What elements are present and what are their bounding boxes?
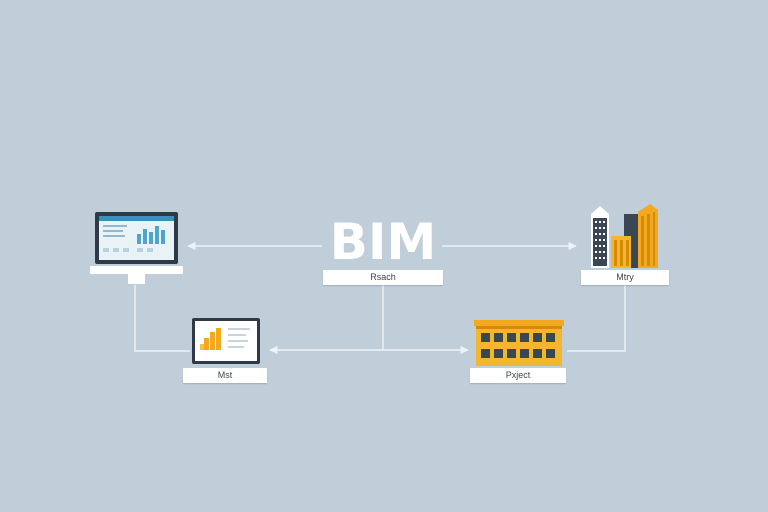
hub-title: BIM: [329, 213, 437, 271]
project-label: Pxject: [470, 368, 566, 383]
laptop-icon: [192, 318, 260, 364]
hub-label: Rsach: [323, 270, 443, 285]
buildings-label: Mtry: [581, 270, 669, 285]
connector-monitor-to-laptop: [134, 285, 190, 352]
laptop-label: Mst: [183, 368, 267, 383]
building-facade-icon: [474, 320, 564, 366]
monitor-icon: [90, 212, 183, 284]
buildings-icon: [591, 204, 658, 268]
connector-buildings-to-project: [567, 285, 626, 352]
